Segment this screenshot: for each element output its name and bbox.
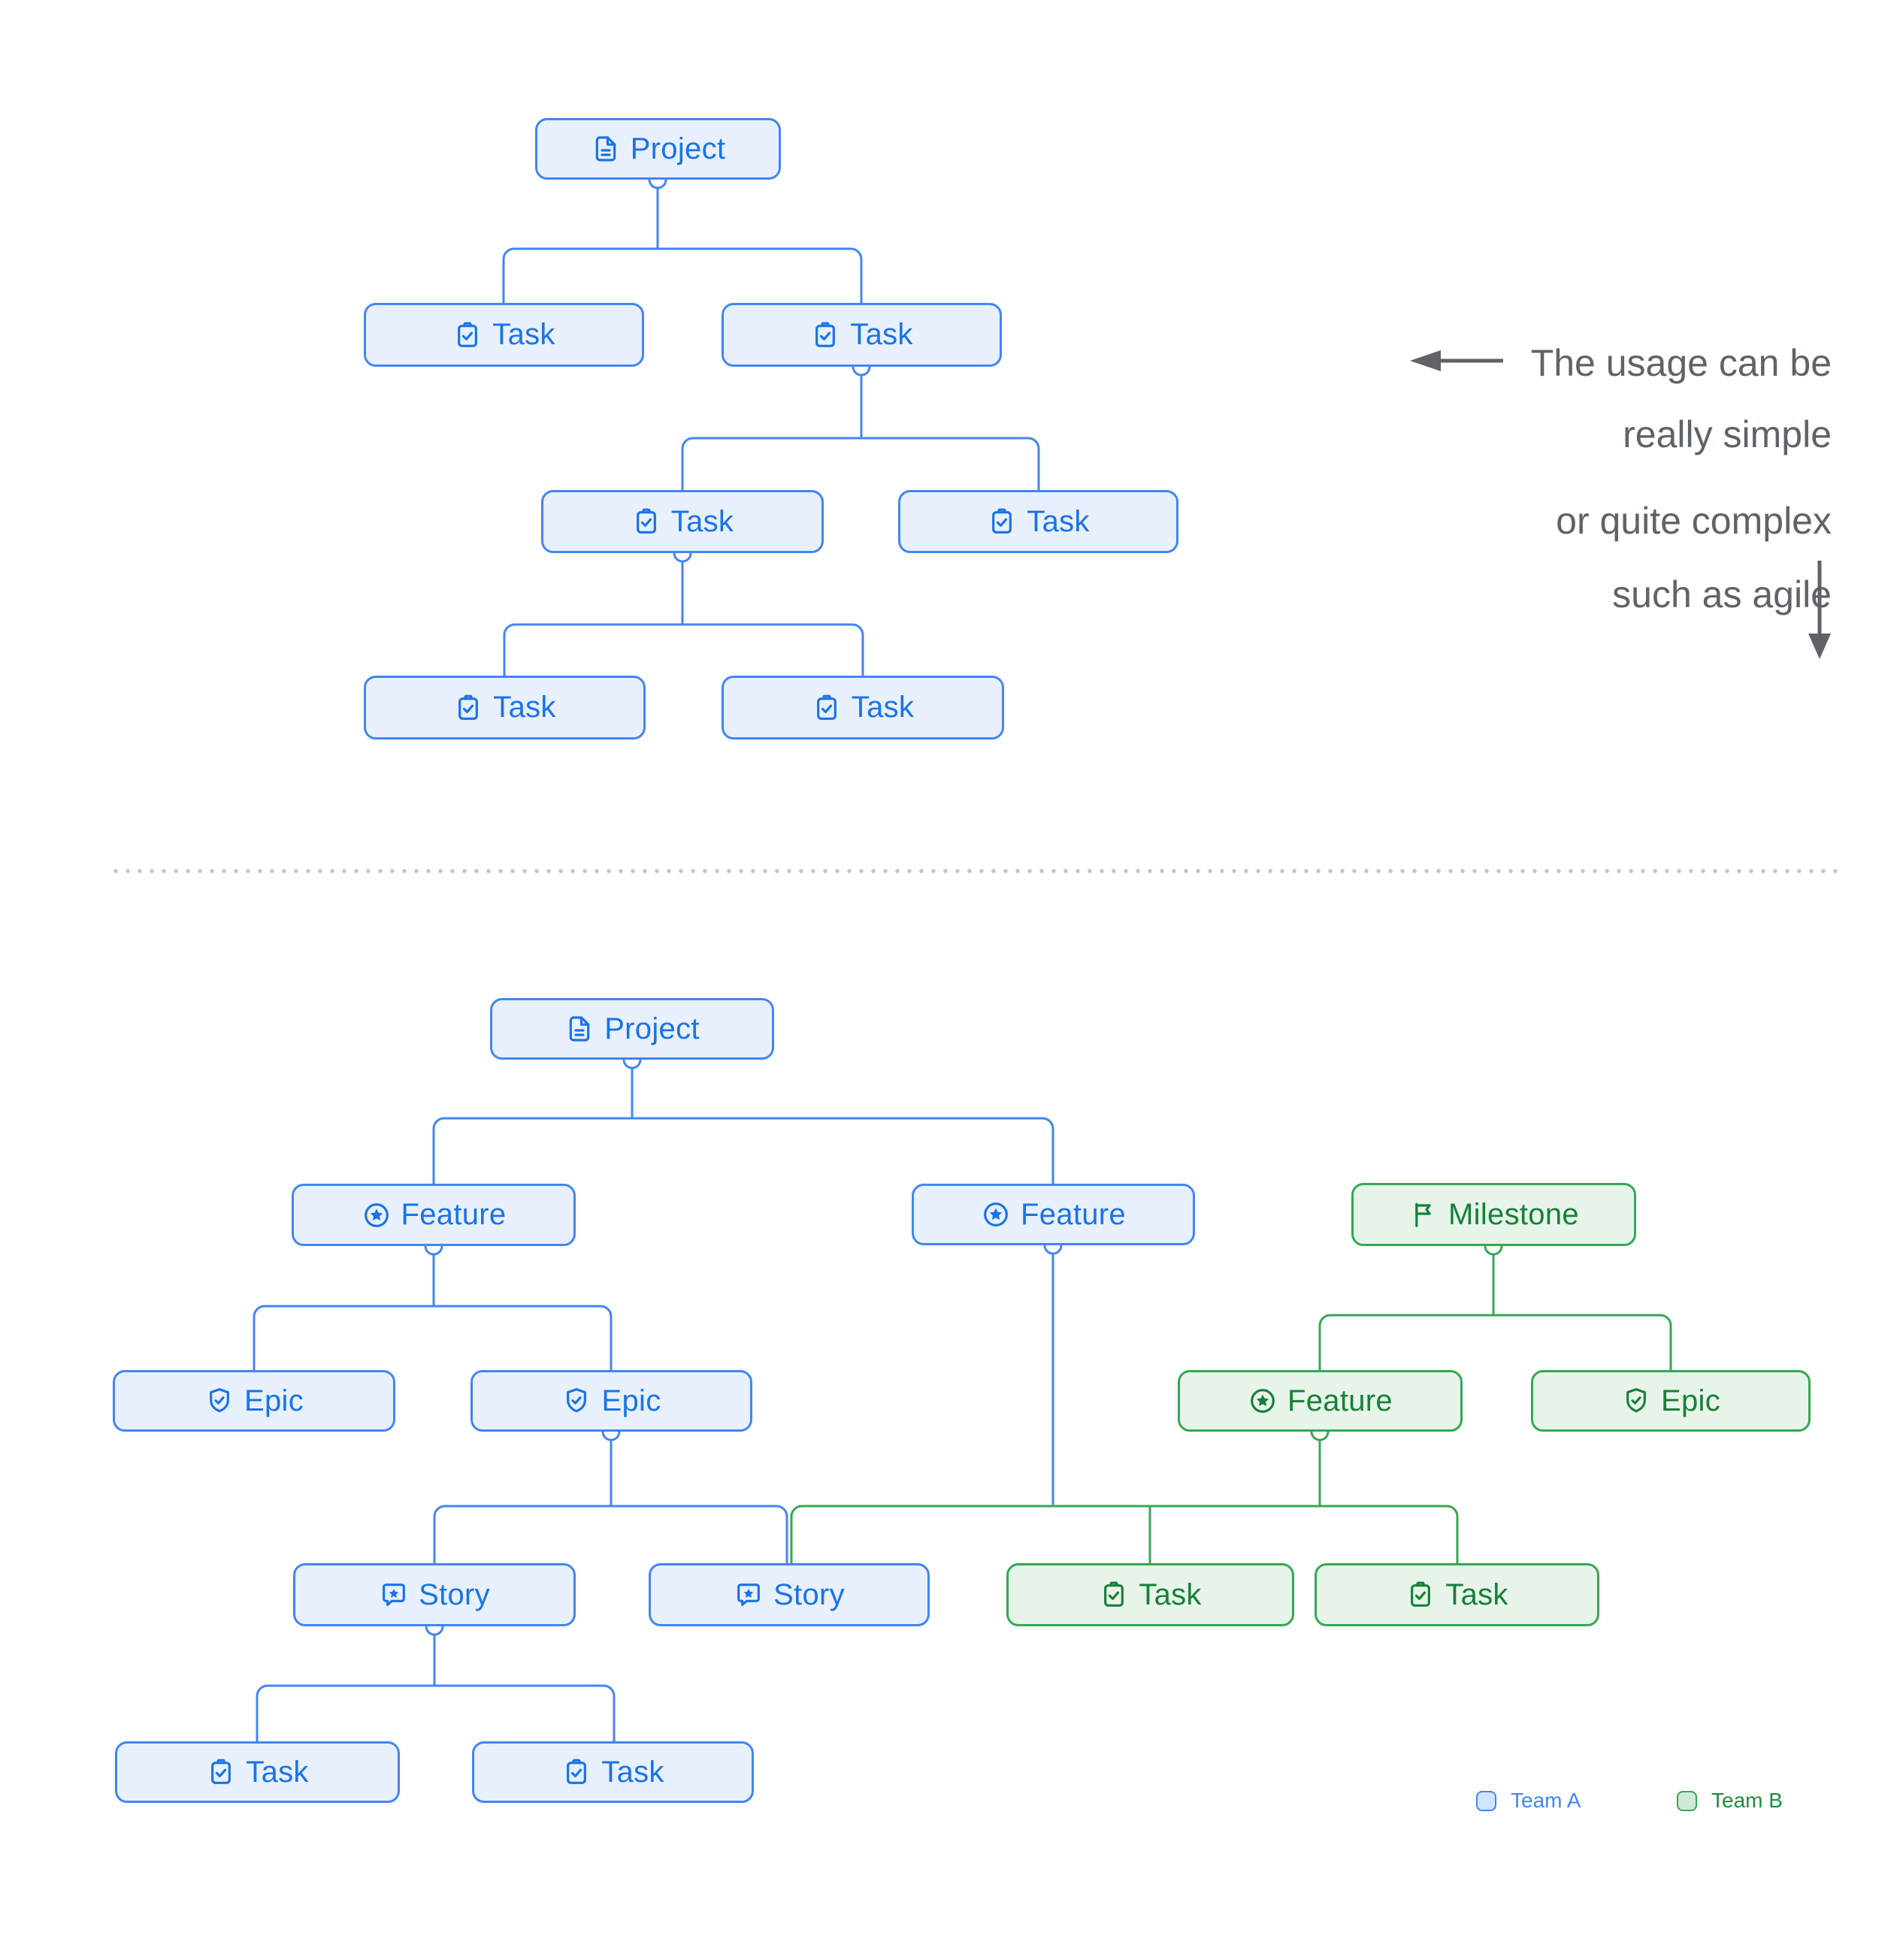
annotation-line-4: such as agile: [1612, 573, 1832, 616]
feature-star-icon: [362, 1200, 392, 1230]
node-c-feature-3: Feature: [1178, 1370, 1463, 1432]
node-label: Epic: [1660, 1384, 1720, 1417]
node-label: Epic: [244, 1384, 304, 1417]
tree-edge: [432, 1117, 1054, 1184]
task-checklist-icon: [1405, 1580, 1436, 1610]
epic-shield-icon: [204, 1386, 234, 1416]
project-document-icon: [591, 134, 621, 164]
node-s-task-5: Task: [364, 676, 646, 740]
node-label: Story: [419, 1577, 490, 1611]
story-bubble-icon: [379, 1580, 409, 1610]
node-label: Project: [630, 132, 726, 165]
node-c-feature-1: Feature: [292, 1184, 576, 1246]
node-label: Task: [601, 1755, 664, 1789]
task-checklist-icon: [453, 693, 483, 723]
node-c-epic-3: Epic: [1531, 1370, 1811, 1432]
tree-edge: [253, 1305, 613, 1370]
node-label: Task: [492, 318, 555, 351]
milestone-flag-icon: [1408, 1199, 1439, 1230]
node-label: Epic: [601, 1384, 661, 1417]
node-c-milestone: Milestone: [1351, 1183, 1636, 1246]
node-label: Task: [1445, 1577, 1508, 1611]
task-checklist-icon: [810, 320, 840, 350]
legend-item-team-a: Team A: [1476, 1789, 1581, 1813]
legend-item-team-b: Team B: [1677, 1789, 1783, 1813]
annotation-line-2: really simple: [1623, 413, 1832, 455]
tree-edge: [256, 1684, 616, 1741]
tree-edge: [1318, 1314, 1672, 1370]
tree-edge: [433, 1505, 788, 1563]
node-label: Task: [493, 691, 556, 724]
feature-star-icon: [1248, 1386, 1278, 1416]
node-label: Story: [773, 1577, 845, 1611]
node-label: Task: [851, 691, 915, 724]
task-checklist-icon: [561, 1757, 591, 1787]
legend-label-team-a: Team A: [1511, 1789, 1581, 1812]
task-checklist-icon: [812, 693, 842, 723]
node-c-task-4: Task: [472, 1741, 754, 1803]
node-s-task-4: Task: [898, 490, 1178, 553]
node-label: Task: [1139, 1577, 1202, 1611]
legend-label-team-b: Team B: [1711, 1789, 1783, 1812]
node-s-project: Project: [535, 118, 781, 180]
epic-shield-icon: [561, 1386, 591, 1416]
down-arrowhead-icon: [1808, 634, 1831, 659]
tree-edge: [790, 1505, 1459, 1563]
team-b-swatch-icon: [1677, 1790, 1697, 1811]
annotation-line-3: or quite complex: [1556, 500, 1832, 542]
epic-shield-icon: [1621, 1386, 1651, 1416]
node-label: Feature: [1287, 1384, 1393, 1417]
node-c-task-1: Task: [1006, 1563, 1294, 1626]
node-label: Feature: [1021, 1197, 1126, 1231]
node-s-task-1: Task: [364, 303, 644, 367]
node-s-task-3: Task: [541, 490, 824, 553]
node-c-task-2: Task: [1315, 1563, 1599, 1626]
node-label: Project: [604, 1012, 700, 1045]
node-c-task-3: Task: [115, 1741, 400, 1803]
node-label: Task: [246, 1755, 309, 1789]
node-c-epic-2: Epic: [470, 1370, 752, 1432]
project-document-icon: [564, 1014, 594, 1044]
node-c-epic-1: Epic: [113, 1370, 395, 1432]
tree-edge: [502, 247, 863, 303]
story-bubble-icon: [734, 1580, 764, 1610]
task-checklist-icon: [1099, 1580, 1129, 1610]
node-label: Task: [850, 318, 913, 351]
task-checklist-icon: [452, 320, 483, 350]
feature-star-icon: [981, 1199, 1011, 1230]
task-checklist-icon: [206, 1757, 236, 1787]
node-c-feature-2: Feature: [912, 1184, 1195, 1245]
team-a-swatch-icon: [1476, 1790, 1496, 1811]
annotation-line-1: The usage can be: [1530, 342, 1832, 384]
task-checklist-icon: [987, 507, 1017, 537]
node-s-task-2: Task: [722, 303, 1002, 367]
tree-edge: [503, 623, 864, 676]
node-c-story-2: Story: [649, 1563, 930, 1626]
tree-edge: [681, 437, 1040, 490]
node-s-task-6: Task: [722, 676, 1004, 740]
node-label: Task: [1027, 504, 1090, 538]
section-divider: [110, 869, 1838, 873]
node-c-project: Project: [490, 998, 774, 1060]
task-checklist-icon: [631, 507, 661, 537]
node-label: Milestone: [1448, 1197, 1579, 1231]
node-c-story-1: Story: [293, 1563, 576, 1626]
node-label: Task: [670, 504, 734, 538]
node-label: Feature: [401, 1198, 507, 1231]
